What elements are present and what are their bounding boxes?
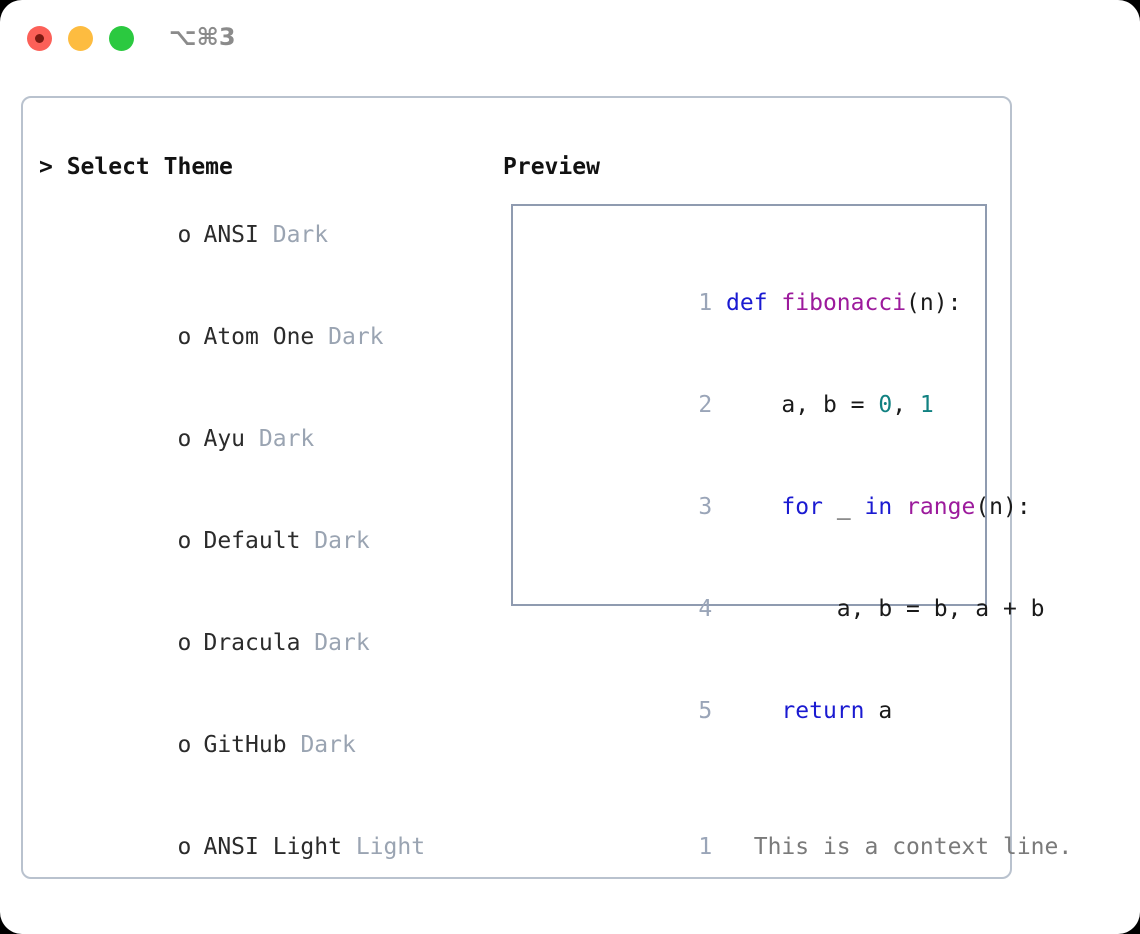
theme-name: GitHub xyxy=(203,732,287,758)
code-token: _ xyxy=(822,494,865,520)
code-token: a xyxy=(864,698,893,724)
theme-variant-tag: Dark xyxy=(272,222,329,248)
code-token: a, b = xyxy=(726,392,879,418)
theme-option-default-dark[interactable]: o Default Dark xyxy=(39,490,489,592)
theme-name: Dracula xyxy=(203,630,301,656)
radio-icon: o xyxy=(177,528,192,554)
code-token xyxy=(892,494,906,520)
code-token: 1 xyxy=(919,392,934,418)
preview-column: Preview 1 def fibonacci(n): 2 a, b = 0, … xyxy=(502,150,1072,860)
code-diff-separator xyxy=(522,762,985,796)
theme-name: Atom One xyxy=(203,324,315,350)
code-token: for xyxy=(781,494,823,520)
theme-name: Ayu xyxy=(203,426,246,452)
radio-icon: o xyxy=(177,222,192,248)
code-token: , xyxy=(892,392,920,418)
code-token: a, b = b, a + b xyxy=(726,596,1045,622)
title-bar: ⌥⌘3 xyxy=(0,0,1140,78)
code-token: def xyxy=(726,290,782,316)
line-number: 3 xyxy=(698,494,713,520)
code-token: return xyxy=(781,698,865,724)
code-line: 5 return a xyxy=(522,660,985,762)
code-token xyxy=(726,494,781,520)
window-controls xyxy=(27,26,134,51)
line-number: 1 xyxy=(698,290,713,316)
theme-option-atom-one-dark[interactable]: o Atom One Dark xyxy=(39,286,489,388)
theme-option-ansi-dark[interactable]: o ANSI Dark xyxy=(39,184,489,286)
theme-variant-tag: Dark xyxy=(328,324,384,350)
theme-variant-tag: Dark xyxy=(258,426,315,452)
code-token xyxy=(726,698,781,724)
code-line: 3 for _ in range(n): xyxy=(522,456,1030,558)
code-token: 0 xyxy=(878,392,893,418)
preview-box: 1 def fibonacci(n): 2 a, b = 0, 1 3 for … xyxy=(511,204,1072,860)
code-token: in xyxy=(864,494,893,520)
radio-icon: o xyxy=(177,324,192,350)
preview-title: Preview xyxy=(503,154,600,180)
theme-option-ansi-light[interactable]: o ANSI Light Light xyxy=(39,796,489,898)
code-token: range xyxy=(906,494,976,520)
code-token: fibonacci xyxy=(781,290,907,316)
theme-name: ANSI xyxy=(203,222,259,248)
radio-icon: o xyxy=(177,834,192,860)
code-line: 4 a, b = b, a + b xyxy=(522,558,1044,660)
theme-variant-tag: Dark xyxy=(314,630,370,656)
maximize-button[interactable] xyxy=(109,26,134,51)
diff-text: This is a context line. xyxy=(726,834,1073,860)
close-button[interactable] xyxy=(27,26,52,51)
theme-variant-tag: Light xyxy=(355,834,426,860)
theme-variant-tag: Dark xyxy=(300,732,356,758)
radio-icon: o xyxy=(177,630,192,656)
diff-line-deleted: 2 - This line was deleted. xyxy=(522,898,985,934)
select-theme-header: > Select Theme xyxy=(39,154,233,180)
theme-option-ayu-dark[interactable]: o Ayu Dark xyxy=(39,388,489,490)
radio-icon: o xyxy=(177,426,192,452)
minimize-button[interactable] xyxy=(68,26,93,51)
theme-option-github-dark[interactable]: o GitHub Dark xyxy=(39,694,489,796)
line-number: 4 xyxy=(698,596,713,622)
code-line: 1 def fibonacci(n): xyxy=(522,252,985,354)
code-token: (n): xyxy=(975,494,1031,520)
code-token: (n): xyxy=(906,290,962,316)
keyboard-shortcut-label: ⌥⌘3 xyxy=(169,23,236,51)
line-number: 1 xyxy=(698,834,713,860)
theme-name: ANSI Light xyxy=(203,834,342,860)
line-number: 5 xyxy=(698,698,713,724)
code-line: 2 a, b = 0, 1 xyxy=(522,354,985,456)
theme-name: Default xyxy=(203,528,301,554)
theme-variant-tag: Dark xyxy=(314,528,370,554)
theme-option-dracula-dark[interactable]: o Dracula Dark xyxy=(39,592,489,694)
diff-line-context: 1 This is a context line. xyxy=(522,796,1072,898)
line-number: 2 xyxy=(698,392,713,418)
radio-icon: o xyxy=(177,732,192,758)
